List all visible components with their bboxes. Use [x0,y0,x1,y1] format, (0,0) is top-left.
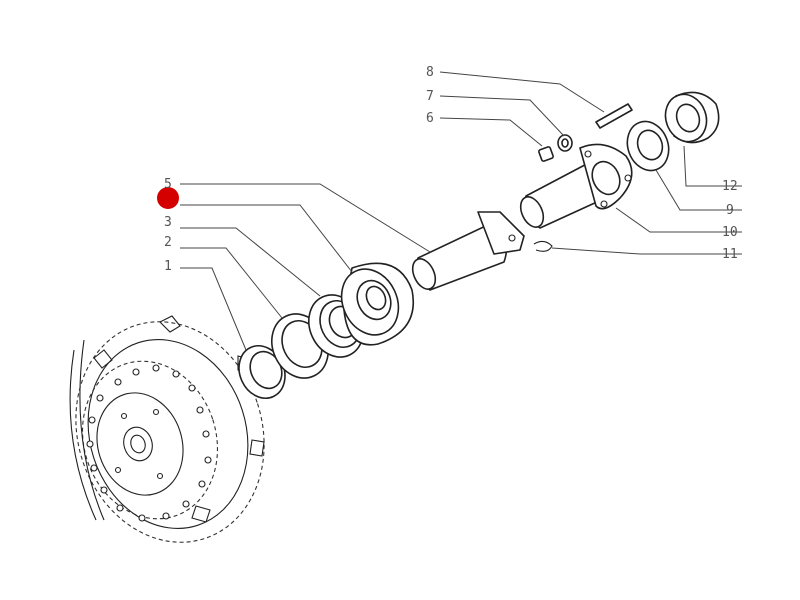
highlight-marker [157,187,179,209]
bolt-holes [86,364,212,522]
part-8-pin [595,103,633,129]
callout-7: 7 [426,89,434,104]
part-11-clip [533,240,553,252]
part-10-guide-tube [519,143,633,229]
callout-10: 10 [722,225,738,240]
callout-1: 1 [164,259,172,274]
callout-2: 2 [164,235,172,250]
part-6-nut [538,146,554,162]
callout-6: 6 [426,111,434,126]
callout-8: 8 [426,65,434,80]
part-5-release-sleeve [411,211,525,291]
callout-9: 9 [726,203,734,218]
leader-lines [180,71,742,351]
part-1-ring [238,345,286,399]
pressure-plate-assembly [69,315,265,543]
callout-5: 5 [164,177,172,192]
callout-12: 12 [722,179,738,194]
callout-11: 11 [722,247,738,262]
part-9-seal [626,120,670,172]
callout-numbers: 5 3 3 2 1 8 7 6 12 9 10 11 [164,65,738,274]
part-7-washer [557,134,573,152]
part-12-bushing [664,91,720,144]
callout-4: 3 [164,215,172,230]
part-3-carrier [340,262,414,346]
